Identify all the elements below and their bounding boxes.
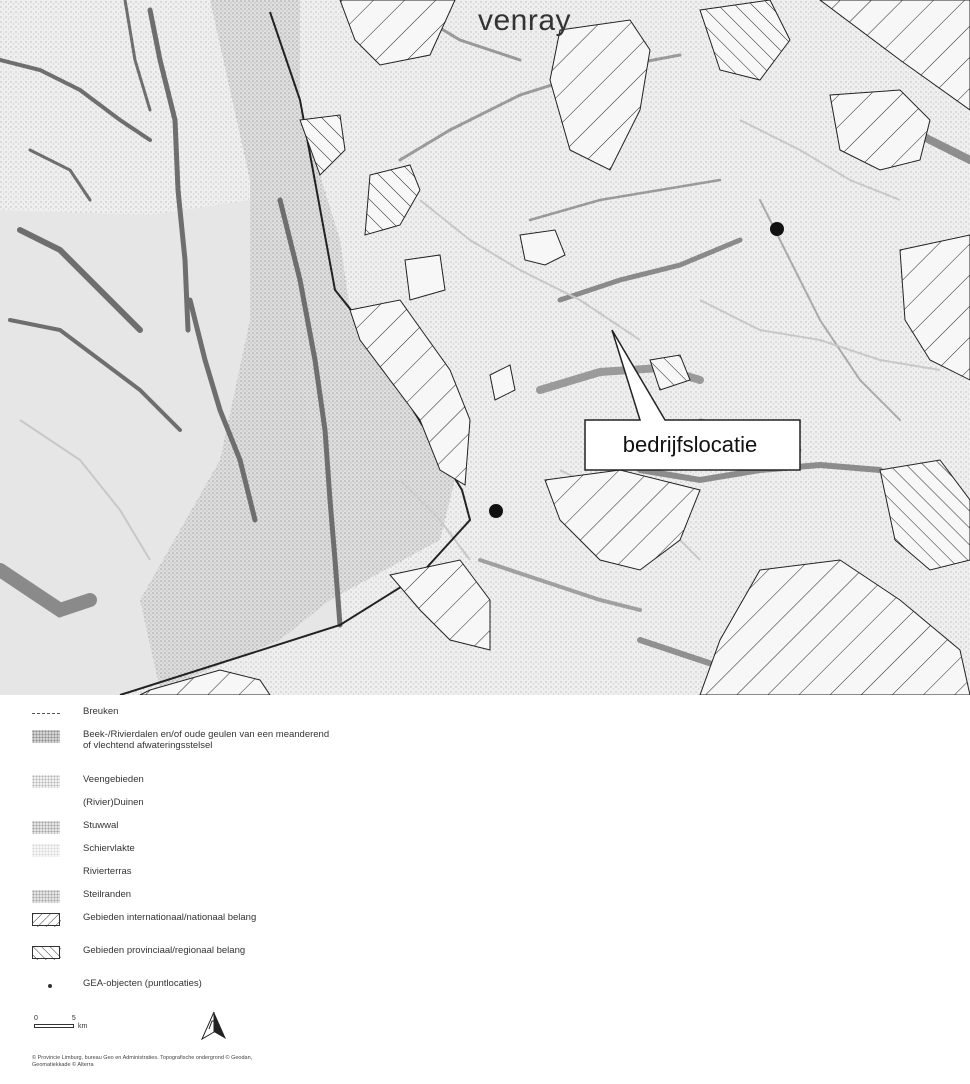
legend-item-duinen: (Rivier)Duinen xyxy=(30,796,390,814)
gea-point-east xyxy=(770,222,784,236)
place-name-label: venray xyxy=(478,4,572,37)
legend-label: Veengebieden xyxy=(83,774,144,785)
push-moraine-swatch xyxy=(32,821,60,834)
legend-label: Breuken xyxy=(83,706,119,717)
legend-item-schiervlakte: Schiervlakte xyxy=(30,842,390,860)
escarpment-swatch xyxy=(32,890,60,903)
legend-item-steilranden: Steilranden xyxy=(30,888,390,906)
peat-swatch xyxy=(32,775,60,788)
legend-item-stuwwal: Stuwwal xyxy=(30,819,390,837)
legend-label: Stuwwal xyxy=(83,820,119,831)
valley-region-core xyxy=(140,0,455,690)
legend-label: Schiervlakte xyxy=(83,843,135,854)
legend-label: (Rivier)Duinen xyxy=(83,797,144,808)
legend: Breuken Beek-/Rivierdalen en/of oude geu… xyxy=(30,705,390,1000)
peneplain-swatch xyxy=(32,844,60,857)
scale-min: 0 xyxy=(34,1015,38,1022)
gea-point-site xyxy=(489,504,503,518)
legend-label: Gebieden internationaal/nationaal belang xyxy=(83,912,257,923)
legend-item-gea: GEA-objecten (puntlocaties) xyxy=(30,977,390,995)
international-areas xyxy=(139,0,970,695)
geological-map: venray bedrijfslocatie xyxy=(0,0,970,695)
scale-max: 5 xyxy=(71,1015,76,1022)
legend-item-provinciaal: Gebieden provinciaal/regionaal belang xyxy=(30,944,390,972)
legend-label: Rivierterras xyxy=(83,866,132,877)
provincial-hatch-swatch xyxy=(32,946,61,960)
legend-label: Gebieden provinciaal/regionaal belang xyxy=(83,945,246,956)
callout-box xyxy=(584,329,801,471)
point-location-swatch xyxy=(48,984,52,988)
scale-unit: km xyxy=(78,1023,88,1030)
scale-labels: 0 5 xyxy=(34,1015,76,1022)
legend-item-breuken: Breuken xyxy=(30,705,390,723)
stream-channels xyxy=(0,0,970,683)
north-arrow-icon xyxy=(200,1011,228,1046)
region-boundary xyxy=(119,11,472,695)
legend-label: Steilranden xyxy=(83,889,132,900)
map-footer: 0 5 km © Provincie Limburg, bureau Geo e… xyxy=(30,1011,330,1081)
legend-item-beekdalen: Beek-/Rivierdalen en/of oude geulen van … xyxy=(30,728,390,768)
callout-label: bedrijfslocatie xyxy=(622,432,758,457)
scale-bar xyxy=(34,1024,74,1028)
valley-swatch xyxy=(32,730,60,743)
legend-item-internationaal: Gebieden internationaal/nationaal belang xyxy=(30,911,390,939)
legend-label: Beek-/Rivierdalen en/of oude geulen van … xyxy=(83,729,330,751)
fault-line-swatch xyxy=(32,713,60,714)
provincial-areas xyxy=(299,0,970,571)
international-hatch-swatch xyxy=(32,913,61,927)
legend-item-rivierterras: Rivierterras xyxy=(30,865,390,883)
copyright-text: © Provincie Limburg, bureau Geo en Admin… xyxy=(32,1055,253,1068)
legend-label: GEA-objecten (puntlocaties) xyxy=(83,978,202,989)
legend-item-veengebieden: Veengebieden xyxy=(30,773,390,791)
